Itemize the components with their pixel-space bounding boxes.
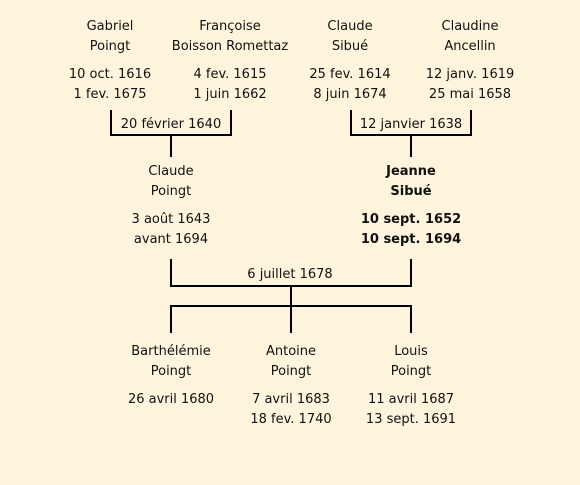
person-first-name: Gabriel (86, 19, 134, 34)
connector-line (410, 135, 412, 157)
person-jeanne-sibue: Jeanne Sibué 10 sept. 1652 10 sept. 1694 (336, 162, 486, 250)
person-gabriel-poingt: Gabriel Poingt 10 oct. 1616 1 fev. 1675 (35, 17, 185, 105)
person-death-date: 13 sept. 1691 (365, 412, 457, 427)
person-birth-date: 12 janv. 1619 (425, 67, 515, 82)
person-last-name: Poingt (390, 364, 432, 379)
person-claude-sibue: Claude Sibué 25 fev. 1614 8 juin 1674 (275, 17, 425, 105)
person-last-name: Poingt (270, 364, 312, 379)
connector-line (290, 286, 292, 306)
person-first-name: Jeanne (386, 164, 436, 179)
person-first-name: Louis (394, 344, 428, 359)
person-last-name: Boisson Romettaz (171, 39, 289, 54)
marriage-date-label: 6 juillet 1678 (244, 267, 336, 283)
connector-line (410, 259, 412, 286)
person-claude-poingt: Claude Poingt 3 août 1643 avant 1694 (96, 162, 246, 250)
person-birth-date: 26 avril 1680 (127, 392, 215, 407)
person-first-name: Barthélémie (131, 344, 211, 359)
person-antoine-poingt: Antoine Poingt 7 avril 1683 18 fev. 1740 (216, 342, 366, 430)
connector-line (410, 306, 412, 333)
person-death-date: 25 mai 1658 (428, 87, 512, 102)
connector-line (290, 306, 292, 333)
connector-line (170, 135, 172, 157)
person-birth-date: 10 sept. 1652 (360, 212, 462, 227)
person-first-name: Claude (327, 19, 373, 34)
person-last-name: Ancellin (444, 39, 496, 54)
person-first-name: Françoise (199, 19, 261, 34)
person-claudine-ancellin: Claudine Ancellin 12 janv. 1619 25 mai 1… (395, 17, 545, 105)
person-death-date: 8 juin 1674 (313, 87, 387, 102)
connector-line (110, 110, 112, 135)
person-last-name: Sibué (390, 184, 432, 199)
connector-line (470, 110, 472, 135)
person-death-date: 18 fev. 1740 (250, 412, 332, 427)
person-birth-date: 11 avril 1687 (367, 392, 455, 407)
person-death-date: 10 sept. 1694 (360, 232, 462, 247)
person-francoise-boisson-romettaz: Françoise Boisson Romettaz 4 fev. 1615 1… (155, 17, 305, 105)
person-birth-date: 10 oct. 1616 (68, 67, 152, 82)
person-last-name: Poingt (150, 184, 192, 199)
person-death-date: avant 1694 (133, 232, 209, 247)
person-barthelemie-poingt: Barthélémie Poingt 26 avril 1680 (96, 342, 246, 410)
person-last-name: Poingt (150, 364, 192, 379)
person-louis-poingt: Louis Poingt 11 avril 1687 13 sept. 1691 (336, 342, 486, 430)
person-last-name: Sibué (331, 39, 369, 54)
person-first-name: Claudine (441, 19, 499, 34)
person-first-name: Antoine (265, 344, 317, 359)
marriage-date-label: 20 février 1640 (117, 117, 225, 133)
connector-line (230, 110, 232, 135)
person-birth-date: 25 fev. 1614 (309, 67, 391, 82)
connector-line (170, 259, 172, 286)
connector-line (170, 306, 172, 333)
person-death-date: 1 juin 1662 (193, 87, 267, 102)
person-birth-date: 4 fev. 1615 (193, 67, 267, 82)
person-first-name: Claude (148, 164, 194, 179)
person-death-date: 1 fev. 1675 (73, 87, 147, 102)
connector-line (350, 110, 352, 135)
person-birth-date: 7 avril 1683 (252, 392, 330, 407)
person-last-name: Poingt (89, 39, 131, 54)
marriage-date-label: 12 janvier 1638 (356, 117, 466, 133)
person-birth-date: 3 août 1643 (131, 212, 211, 227)
